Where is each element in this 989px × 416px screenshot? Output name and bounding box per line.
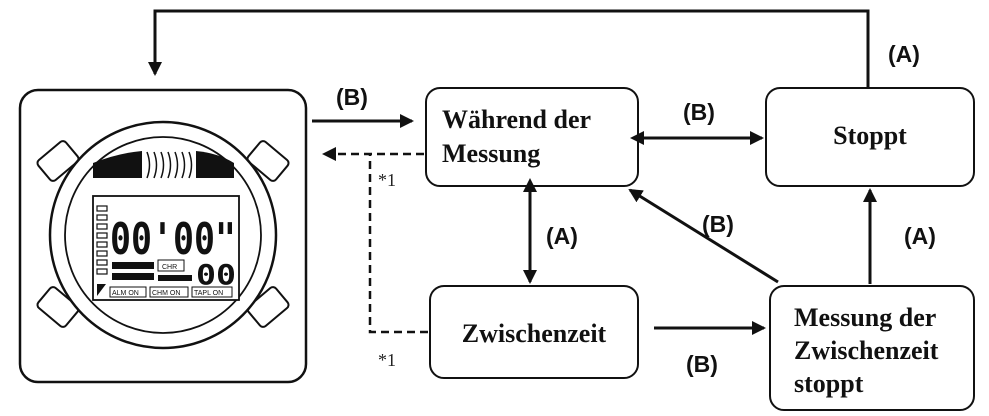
state-split-stopped-line1: Messung der bbox=[794, 303, 936, 332]
indicator-chime: CHM ON bbox=[152, 290, 180, 297]
state-stopped-label: Stoppt bbox=[833, 121, 907, 150]
lcd-top-bar-ticks bbox=[146, 151, 193, 179]
lcd-bar-1 bbox=[112, 262, 154, 269]
arrow-split-stopped-to-during bbox=[628, 188, 779, 284]
watch-illustration: 00'00" CHR 00 ALM ON CHM ON TAPL ON bbox=[18, 88, 308, 384]
lcd-mode-tag-box bbox=[157, 259, 185, 272]
footnote-mark-bottom: *1 bbox=[378, 350, 396, 370]
label-during-stopped: (B) bbox=[683, 99, 715, 125]
watch-button-top-left bbox=[36, 140, 80, 182]
lcd-sub-digits: 00 bbox=[196, 258, 236, 291]
state-during-line2: Messung bbox=[442, 139, 540, 168]
watch-button-bottom-right bbox=[246, 286, 290, 328]
lcd-main-digits: 00'00" bbox=[110, 214, 236, 265]
indicator-alarm: ALM ON bbox=[112, 290, 139, 297]
state-box-during bbox=[425, 87, 639, 187]
state-split-stopped-line2: Zwischenzeit bbox=[794, 336, 939, 365]
indicator-box-3 bbox=[191, 286, 233, 298]
lcd-top-bar-right bbox=[196, 151, 234, 178]
lcd-bar-3 bbox=[158, 275, 192, 281]
state-split-stopped-line3: stoppt bbox=[794, 369, 864, 398]
arrow-stopped-to-watch bbox=[148, 9, 870, 88]
indicator-tap: TAPL ON bbox=[194, 290, 223, 297]
label-watch-to-during: (B) bbox=[336, 84, 368, 110]
label-during-split: (A) bbox=[546, 223, 578, 249]
label-split-stopped-to-stopped: (A) bbox=[904, 223, 936, 249]
indicator-box-1 bbox=[109, 286, 147, 298]
state-box-split bbox=[429, 285, 639, 379]
lcd-panel bbox=[92, 195, 240, 301]
label-split-to-split-stopped: (B) bbox=[686, 351, 718, 377]
lcd-mode-tag: CHR bbox=[162, 264, 177, 271]
label-stopped-to-watch: (A) bbox=[888, 41, 920, 67]
state-box-split-stopped bbox=[769, 285, 975, 411]
lcd-side-scale bbox=[96, 205, 108, 275]
state-split-label: Zwischenzeit bbox=[462, 319, 607, 348]
label-split-stopped-to-during: (B) bbox=[702, 211, 734, 237]
watch-button-bottom-left bbox=[36, 286, 80, 328]
dashed-split-to-watch bbox=[368, 154, 428, 334]
watch-button-top-right bbox=[246, 140, 290, 182]
lcd-corner-mark bbox=[97, 284, 106, 296]
state-box-stopped bbox=[765, 87, 975, 187]
indicator-box-2 bbox=[149, 286, 189, 298]
lcd-bar-2 bbox=[112, 273, 154, 280]
footnote-mark-top: *1 bbox=[378, 170, 396, 190]
state-during-line1: Während der bbox=[442, 105, 591, 134]
lcd-top-bar-left bbox=[93, 151, 142, 178]
